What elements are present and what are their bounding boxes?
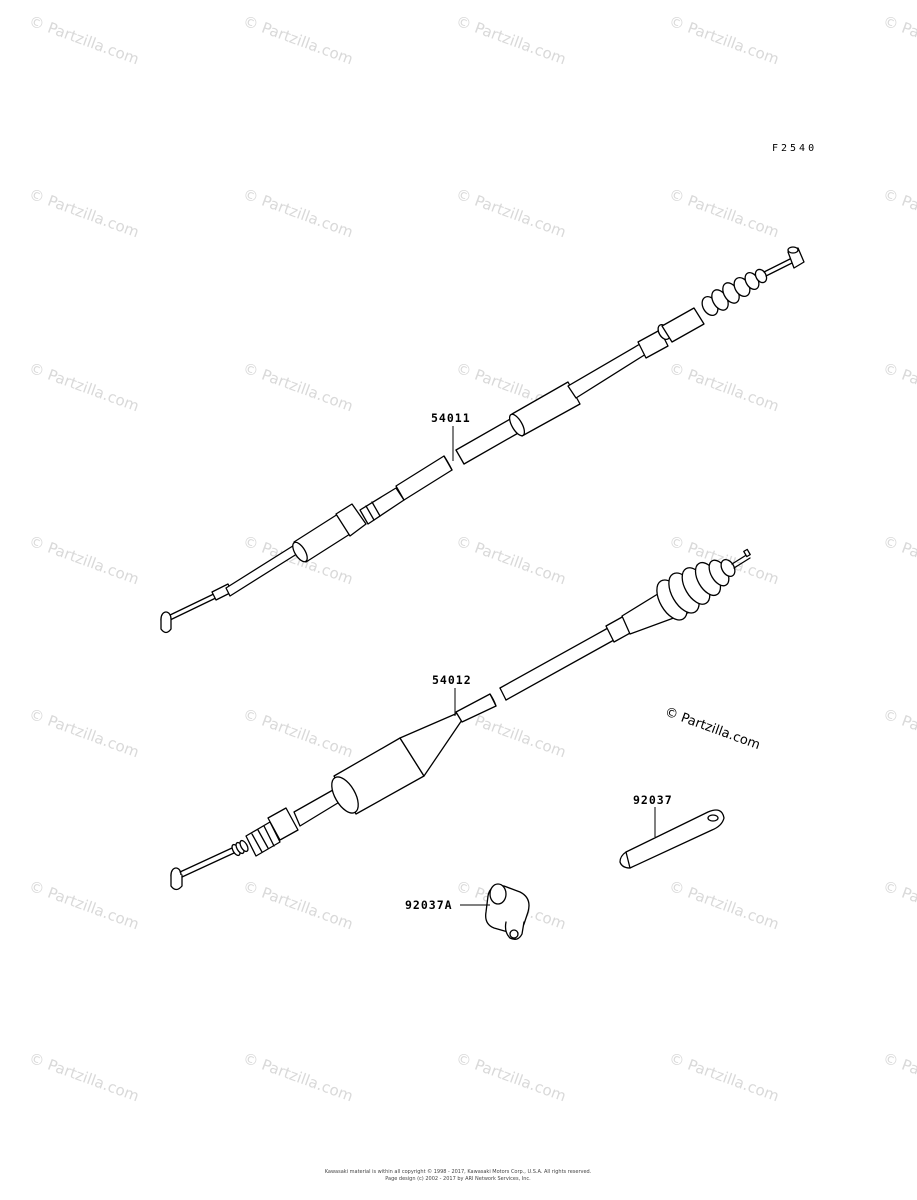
watermark: © Partzilla.com <box>667 1049 782 1106</box>
watermark: © Partzilla.com <box>241 359 356 416</box>
clamp-92037A[interactable] <box>485 883 530 940</box>
strap-92037[interactable] <box>619 809 725 869</box>
watermark: © Partzilla.com <box>27 185 142 242</box>
watermark: © Partzilla.com <box>241 1049 356 1106</box>
watermark: © Partzilla.com <box>667 185 782 242</box>
watermark: © Partzilla.com <box>881 12 917 69</box>
footer-copyright: Kawasaki material is within all copyrigh… <box>325 1168 592 1175</box>
watermark: © Partzilla.com <box>667 359 782 416</box>
copyright-mark: © Partzilla.com <box>663 705 762 753</box>
watermark: © Partzilla.com <box>454 12 569 69</box>
part-label-92037[interactable]: 92037 <box>633 793 673 807</box>
watermark: © Partzilla.com <box>241 185 356 242</box>
watermark: © Partzilla.com <box>667 12 782 69</box>
part-label-54012[interactable]: 54012 <box>432 673 472 687</box>
watermark: © Partzilla.com <box>454 185 569 242</box>
part-label-54011[interactable]: 54011 <box>431 411 471 425</box>
watermark: © Partzilla.com <box>881 185 917 242</box>
watermark: © Partzilla.com <box>241 705 356 762</box>
watermark-grid: © Partzilla.com © Partzilla.com © Partzi… <box>27 12 917 1106</box>
watermark: © Partzilla.com <box>27 705 142 762</box>
watermark: © Partzilla.com <box>27 359 142 416</box>
part-label-92037A[interactable]: 92037A <box>405 898 453 912</box>
watermark: © Partzilla.com <box>881 705 917 762</box>
watermark: © Partzilla.com <box>27 1049 142 1106</box>
watermark: © Partzilla.com <box>241 877 356 934</box>
watermark: © Partzilla.com <box>881 1049 917 1106</box>
footer-design: Page design (c) 2002 - 2017 by ARI Netwo… <box>385 1176 531 1182</box>
figure-code: F2540 <box>772 143 817 154</box>
watermark: © Partzilla.com <box>454 1049 569 1106</box>
watermark: © Partzilla.com <box>27 12 142 69</box>
watermark: © Partzilla.com <box>27 877 142 934</box>
watermark: © Partzilla.com <box>454 532 569 589</box>
watermark: © Partzilla.com <box>881 359 917 416</box>
cable-54012[interactable] <box>170 548 751 891</box>
watermark: © Partzilla.com <box>881 877 917 934</box>
cable-54011[interactable] <box>160 246 805 634</box>
watermark: © Partzilla.com <box>667 877 782 934</box>
watermark: © Partzilla.com <box>241 12 356 69</box>
watermark: © Partzilla.com <box>27 532 142 589</box>
watermark: © Partzilla.com <box>881 532 917 589</box>
